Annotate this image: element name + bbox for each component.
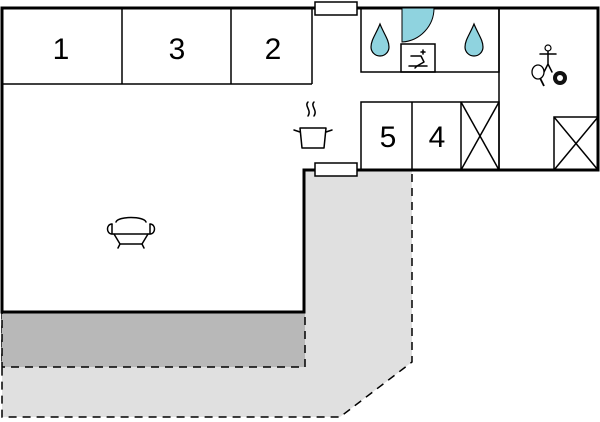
water-drop-icon <box>370 22 390 57</box>
window-entrance <box>314 162 358 177</box>
toilet-icon <box>408 49 428 69</box>
window-top <box>314 1 358 16</box>
room-number-5: 5 <box>380 121 397 154</box>
room-number-3: 3 <box>169 33 186 66</box>
cooking-pot-icon <box>293 101 333 149</box>
room-number-4: 4 <box>429 121 446 154</box>
room-number-1: 1 <box>53 33 70 66</box>
exterior-walls <box>0 6 600 314</box>
shower-door-swing <box>401 7 435 43</box>
table-tennis-billiards-icon <box>531 44 567 87</box>
storage-cross-icon <box>460 101 500 171</box>
toilet-cubicle <box>400 43 436 73</box>
terrace-area <box>1 169 413 418</box>
sofa-icon <box>106 216 156 249</box>
water-drop-icon <box>464 22 484 57</box>
storage-cross-icon <box>553 116 599 171</box>
games-room-storage <box>553 116 599 171</box>
covered-terrace-area <box>1 311 306 368</box>
room-number-2: 2 <box>265 33 282 66</box>
